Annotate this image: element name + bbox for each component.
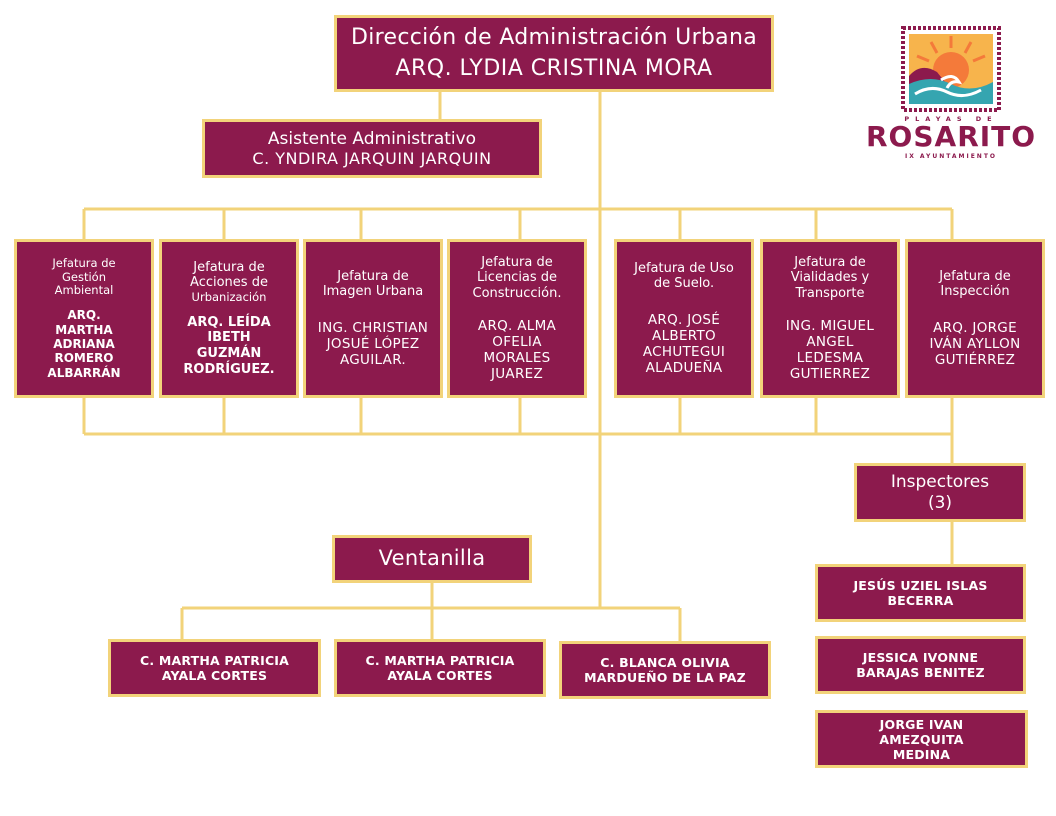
- dept-title-line: Inspección: [940, 284, 1010, 300]
- ventanilla-box: Ventanilla: [332, 535, 532, 583]
- staff-line: AYALA CORTES: [161, 668, 268, 683]
- dept-name-line: ARQ. JORGE: [933, 319, 1017, 336]
- dept-title-line: Jefatura de: [794, 254, 866, 270]
- dept-name-line: IVÁN AYLLON: [929, 336, 1021, 352]
- dept-uso-suelo: Jefatura de Uso de Suelo. ARQ. JOSÉ ALBE…: [614, 239, 754, 398]
- dept-name-line: ARQ. LEÍDA: [187, 314, 271, 330]
- dept-title-line: Transporte: [795, 285, 865, 301]
- dept-name-line: ALBARRÁN: [47, 365, 121, 380]
- staff-line: AYALA CORTES: [387, 668, 493, 683]
- ventanilla-staff-1: C. MARTHA PATRICIA AYALA CORTES: [108, 639, 321, 697]
- dept-title-line: Jefatura de: [481, 254, 553, 270]
- logo-top-text: PLAYAS DE: [904, 115, 998, 123]
- dept-gestion-ambiental: Jefatura de Gestión Ambiental ARQ. MARTH…: [14, 239, 154, 398]
- dept-name-line: ARQ.: [67, 308, 101, 323]
- staff-line: JORGE IVAN: [879, 716, 964, 732]
- dept-name-line: ADRIANA: [53, 337, 115, 351]
- dept-name-line: LEDESMA: [796, 349, 864, 366]
- dept-name-line: ALBERTO: [652, 327, 716, 344]
- dept-title-line: Jefatura de Uso: [634, 260, 734, 276]
- dept-name-line: OFELIA: [492, 333, 542, 350]
- inspector-3: JORGE IVAN AMEZQUITA MEDINA: [815, 710, 1028, 768]
- dept-name-line: ARQ. ALMA: [477, 317, 557, 334]
- dept-licencias-construccion: Jefatura de Licencias de Construcción. A…: [447, 239, 587, 398]
- dept-name-line: AGUILAR.: [340, 352, 406, 369]
- ventanilla-title: Ventanilla: [378, 546, 486, 571]
- director-box: Dirección de Administración Urbana ARQ. …: [334, 15, 774, 92]
- inspectors-count: (3): [927, 492, 953, 513]
- dept-title-line: Licencias de: [476, 270, 558, 286]
- staff-line: JESÚS UZIEL ISLAS: [853, 578, 988, 593]
- inspector-2: JESSICA IVONNE BARAJAS BENITEZ: [815, 636, 1026, 694]
- dept-title-line: Acciones de: [190, 275, 268, 291]
- inspector-1: JESÚS UZIEL ISLAS BECERRA: [815, 564, 1026, 622]
- dept-title-line: de Suelo.: [653, 276, 715, 292]
- director-name: ARQ. LYDIA CRISTINA MORA: [395, 55, 713, 81]
- dept-title-line: Ambiental: [54, 283, 114, 298]
- dept-name-line: GUZMÁN: [196, 345, 262, 361]
- dept-name-line: RODRÍGUEZ.: [183, 361, 275, 377]
- dept-title-line: Construcción.: [472, 285, 562, 301]
- dept-name-line: GUTIERREZ: [789, 366, 871, 383]
- assistant-box: Asistente Administrativo C. YNDIRA JARQU…: [202, 119, 542, 178]
- ventanilla-staff-2: C. MARTHA PATRICIA AYALA CORTES: [334, 639, 546, 697]
- staff-line: MEDINA: [892, 746, 951, 762]
- logo-sub-text: IX AYUNTAMIENTO: [904, 153, 998, 160]
- dept-title-line: Jefatura de: [337, 268, 409, 284]
- dept-title-line: Vialidades y: [790, 270, 870, 286]
- inspectors-title: Inspectores: [890, 472, 990, 493]
- dept-name-line: ALADUEÑA: [645, 360, 723, 377]
- dept-title-line: Jefatura de: [193, 259, 265, 275]
- dept-name-line: JUAREZ: [490, 366, 544, 383]
- dept-name-line: ROMERO: [54, 351, 114, 366]
- rosarito-logo: PLAYAS DE ROSARITO IX AYUNTAMIENTO: [866, 26, 1036, 166]
- staff-line: C. MARTHA PATRICIA: [139, 653, 290, 668]
- dept-name-line: ARQ. JOSÉ: [647, 311, 721, 328]
- dept-inspeccion: Jefatura de Inspección ARQ. JORGE IVÁN A…: [905, 239, 1045, 398]
- dept-name-line: MORALES: [483, 349, 551, 366]
- logo-emblem-icon: [901, 26, 1001, 112]
- logo-main-text: ROSARITO: [866, 120, 1037, 153]
- staff-line: JESSICA IVONNE: [862, 650, 979, 665]
- staff-line: AMEZQUITA: [879, 731, 964, 747]
- dept-name-line: MARTHA: [55, 322, 113, 337]
- dept-name-line: GUTIÉRREZ: [934, 352, 1016, 369]
- dept-name-line: IBETH: [207, 330, 251, 346]
- dept-name-line: ACHUTEGUI: [642, 344, 726, 361]
- staff-line: C. BLANCA OLIVIA: [600, 655, 730, 670]
- staff-line: C. MARTHA PATRICIA: [365, 653, 515, 668]
- dept-imagen-urbana: Jefatura de Imagen Urbana ING. CHRISTIAN…: [303, 239, 443, 398]
- staff-line: MARDUEÑO DE LA PAZ: [584, 670, 746, 685]
- assistant-name: C. YNDIRA JARQUIN JARQUIN: [252, 149, 492, 169]
- dept-name-line: ING. MIGUEL: [785, 317, 875, 334]
- ventanilla-staff-3: C. BLANCA OLIVIA MARDUEÑO DE LA PAZ: [559, 641, 771, 699]
- dept-acciones-urbanizacion: Jefatura de Acciones de Urbanización ARQ…: [159, 239, 299, 398]
- dept-name-line: ING. CHRISTIAN: [317, 319, 429, 336]
- dept-name-line: ANGEL: [806, 333, 854, 350]
- dept-vialidades-transporte: Jefatura de Vialidades y Transporte ING.…: [760, 239, 900, 398]
- staff-line: BECERRA: [887, 593, 954, 608]
- dept-name-line: JOSUÉ LÓPEZ: [326, 336, 420, 352]
- staff-line: BARAJAS BENITEZ: [856, 665, 985, 680]
- dept-title-line: Gestión: [61, 269, 106, 284]
- inspectors-box: Inspectores (3): [854, 463, 1026, 522]
- dept-title-line: Imagen Urbana: [322, 284, 424, 300]
- dept-title-line: Jefatura de: [939, 268, 1011, 284]
- director-title: Dirección de Administración Urbana: [350, 25, 757, 51]
- dept-title-line: Jefatura de: [52, 255, 116, 270]
- dept-title-line: Urbanización: [191, 290, 267, 304]
- assistant-title: Asistente Administrativo: [267, 128, 477, 149]
